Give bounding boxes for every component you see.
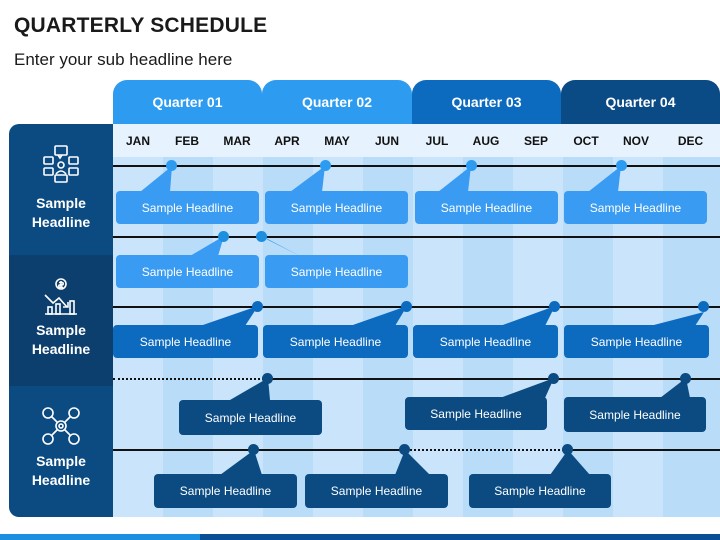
pointer-r5b	[395, 450, 430, 475]
milestone-dot	[248, 444, 259, 455]
pointer-r5a	[220, 450, 262, 475]
sidebar-section-2: Sample Headline	[9, 255, 113, 386]
month-header-row	[113, 124, 720, 157]
headline-box: Sample Headline	[265, 191, 408, 224]
sidebar-section-3: Sample Headline	[9, 386, 113, 517]
milestone-dot	[218, 231, 229, 242]
milestone-dot	[562, 444, 573, 455]
headline-box: Sample Headline	[179, 400, 322, 435]
headline-box: Sample Headline	[405, 397, 547, 430]
timeline-line-4	[268, 378, 720, 380]
pointer-r4b	[500, 378, 554, 398]
sidebar-label-line: Sample	[36, 195, 86, 211]
pointer-r2a	[190, 236, 224, 256]
sidebar-label-line: Sample	[36, 322, 86, 338]
headline-box: Sample Headline	[469, 474, 611, 508]
month-jan: JAN	[125, 133, 150, 148]
timeline-line-4-dotted	[113, 378, 268, 380]
quarter-tab-2: Quarter 02	[262, 80, 412, 124]
pointer-mid	[200, 306, 704, 326]
milestone-dot	[616, 160, 627, 171]
milestone-dot	[399, 444, 410, 455]
milestone-dot	[401, 301, 412, 312]
sidebar-section-1: Sample Headline	[9, 124, 113, 255]
quarter-tab-3: Quarter 03	[412, 80, 561, 124]
headline-box: Sample Headline	[564, 191, 707, 224]
timeline-line-5-dotted	[405, 449, 568, 451]
month-dec: DEC	[677, 133, 704, 148]
timeline-line-3	[113, 306, 720, 308]
month-apr: APR	[274, 133, 300, 148]
milestone-dot	[549, 301, 560, 312]
quarter-tab-1: Quarter 01	[113, 80, 262, 124]
timeline-line-5	[113, 449, 405, 451]
page-subtitle: Enter your sub headline here	[14, 50, 233, 69]
month-feb: FEB	[175, 133, 199, 148]
month-aug: AUG	[472, 133, 500, 148]
milestone-dot	[680, 373, 691, 384]
headline-box: Sample Headline	[413, 325, 558, 358]
pointer-r1d	[588, 166, 621, 192]
sidebar-label-line: Headline	[31, 472, 91, 488]
bottom-accent-bar-light	[0, 534, 200, 540]
pointer-r3c	[500, 306, 555, 326]
headline-box: Sample Headline	[113, 325, 258, 358]
timeline-line-5-end	[568, 449, 720, 451]
sidebar-label-line: Headline	[31, 341, 91, 357]
sidebar-label-3: Sample Headline	[9, 452, 113, 490]
milestone-dot	[252, 301, 263, 312]
month-jun: JUN	[374, 133, 399, 148]
sidebar-label-line: Headline	[31, 214, 91, 230]
sidebar-label-2: Sample Headline	[9, 321, 113, 359]
chat-network-icon	[43, 145, 79, 183]
pointer-r1c	[438, 166, 471, 192]
pointer-r1a	[140, 166, 172, 192]
pointer-r3a	[200, 306, 258, 326]
team-network-icon	[42, 407, 80, 445]
headline-box: Sample Headline	[415, 191, 558, 224]
pointer-r1b	[290, 166, 325, 192]
month-oct: OCT	[573, 133, 599, 148]
headline-box: Sample Headline	[305, 474, 448, 508]
milestone-dot	[548, 373, 559, 384]
sidebar-label-1: Sample Headline	[9, 194, 113, 232]
pointer-r4a	[230, 378, 270, 400]
pointer-r5c	[550, 450, 590, 475]
pointer-light	[140, 166, 621, 256]
page-title: QUARTERLY SCHEDULE	[14, 14, 268, 37]
month-jul: JUL	[425, 133, 449, 148]
milestone-dot	[262, 373, 273, 384]
milestone-dot	[166, 160, 177, 171]
pointer-r2b	[262, 236, 300, 256]
month-nov: NOV	[622, 133, 649, 148]
bottom-accent-bar	[0, 534, 720, 540]
milestone-dot	[320, 160, 331, 171]
headline-box: Sample Headline	[263, 325, 408, 358]
headline-box: Sample Headline	[154, 474, 297, 508]
chart-growth-icon	[44, 278, 77, 315]
timeline-line-2	[113, 236, 720, 238]
milestone-dot	[698, 301, 709, 312]
pointer-r3b	[350, 306, 407, 326]
headline-box: Sample Headline	[564, 325, 709, 358]
headline-box: Sample Headline	[116, 255, 259, 288]
timeline-line-1	[113, 165, 720, 167]
pointer-dark	[220, 378, 690, 475]
pointer-r3d	[650, 312, 704, 326]
milestone-dot	[466, 160, 477, 171]
month-may: MAY	[324, 133, 350, 148]
headline-box: Sample Headline	[564, 397, 706, 432]
sidebar-label-line: Sample	[36, 453, 86, 469]
month-sep: SEP	[523, 133, 548, 148]
month-mar: MAR	[223, 133, 251, 148]
headline-box: Sample Headline	[265, 255, 408, 288]
milestone-dot	[256, 231, 267, 242]
quarter-tab-4: Quarter 04	[561, 80, 720, 124]
headline-box: Sample Headline	[116, 191, 259, 224]
